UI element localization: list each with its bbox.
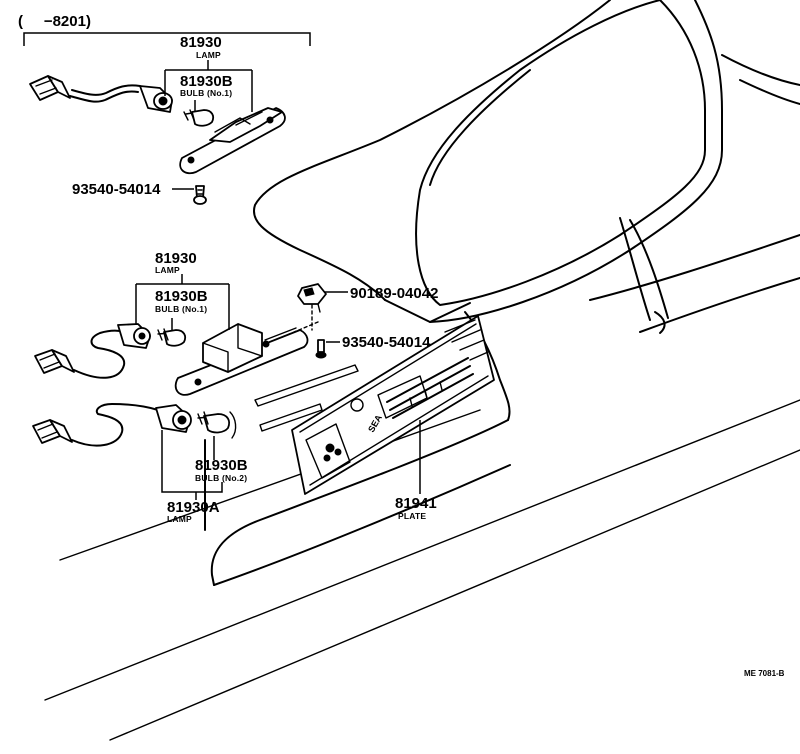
middle-screw-93540 — [315, 339, 327, 359]
callout-lamp-low-number: 81930A — [167, 499, 220, 516]
callout-plate-name: PLATE — [398, 511, 426, 521]
leader-lines — [23, 32, 421, 500]
callout-lamp-top-name: LAMP — [196, 50, 221, 60]
middle-bulb — [157, 328, 187, 347]
callout-bulb-top-number: 81930B — [180, 73, 233, 90]
callout-lamp-mid-number: 81930 — [155, 250, 197, 267]
callout-lamp-top-number: 81930 — [180, 34, 222, 51]
range-label: ( −8201) — [18, 13, 91, 30]
callout-bulb-low-name: BULB (No.2) — [195, 473, 247, 483]
top-bulb — [183, 109, 215, 127]
reference-code: ME 7081-B — [744, 669, 785, 678]
callout-bulb-low-number: 81930B — [195, 457, 248, 474]
top-lamp-assembly — [29, 75, 286, 205]
callout-screw-top-number: 93540-54014 — [72, 181, 161, 198]
lower-bulb — [197, 411, 231, 434]
callout-lamp-low-name: LAMP — [167, 514, 192, 524]
middle-lamp-assembly — [34, 283, 327, 396]
callout-nut-number: 90189-04042 — [350, 285, 438, 302]
callout-plate-number: 81941 — [395, 495, 437, 512]
top-screw-93540 — [193, 185, 207, 205]
top-bulb-socket — [139, 85, 173, 113]
middle-lamp-housing — [174, 323, 309, 396]
callout-bulb-mid-name: BULB (No.1) — [155, 304, 207, 314]
lower-lamp-assembly — [32, 403, 231, 447]
middle-bulb-socket — [117, 323, 151, 349]
callout-bulb-mid-number: 81930B — [155, 288, 208, 305]
top-lamp-housing — [179, 107, 286, 175]
callout-screw-mid-number: 93540-54014 — [342, 334, 431, 351]
callout-bulb-top-name: BULB (No.1) — [180, 88, 232, 98]
lower-bulb-socket — [155, 404, 192, 433]
license-plate-81941: SEA — [291, 315, 495, 495]
callout-labels: ( −8201) 81930 LAMP 81930B BULB (No.1) 9… — [18, 13, 785, 678]
top-connector — [29, 75, 141, 103]
callout-lamp-mid-name: LAMP — [155, 265, 180, 275]
lower-connector — [32, 403, 159, 447]
nut-90189 — [297, 283, 327, 313]
middle-connector — [34, 329, 126, 379]
